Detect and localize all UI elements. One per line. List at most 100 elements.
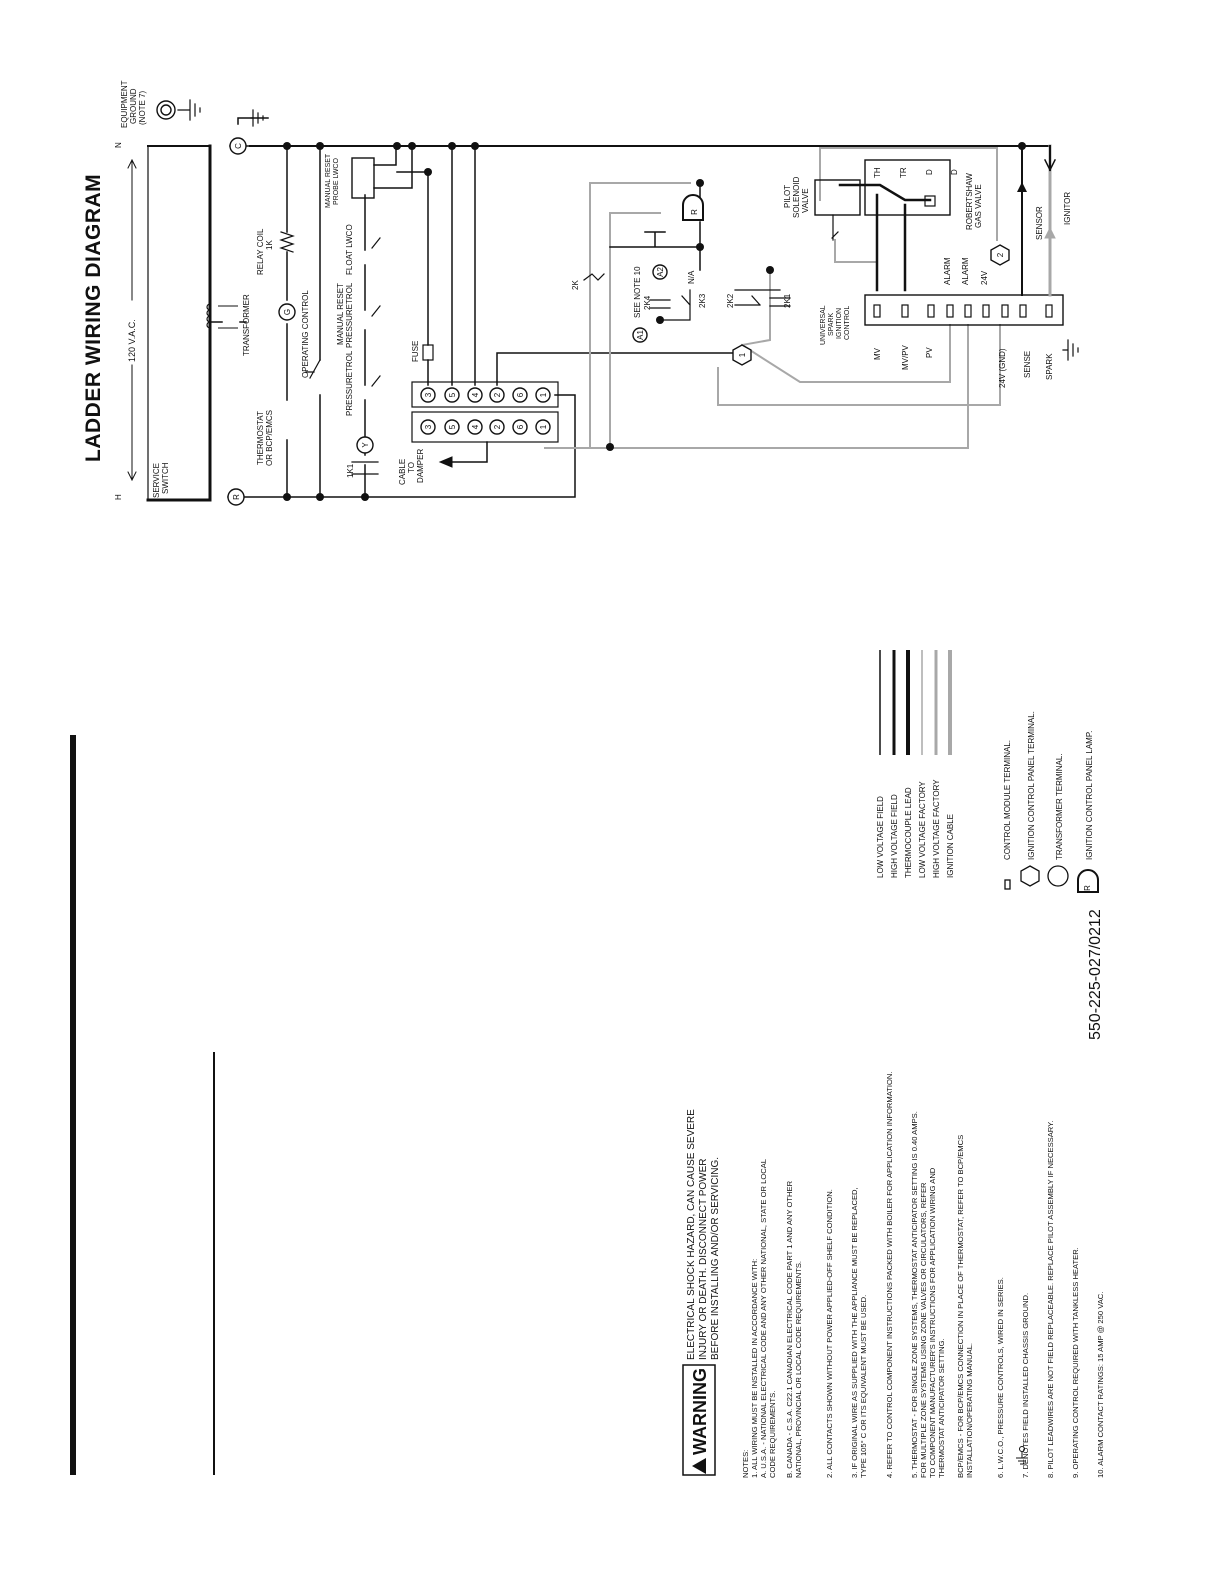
ignition-control-label: SPARK	[828, 312, 835, 336]
relay-coil-label: RELAY COIL	[256, 228, 265, 275]
strip2-term: 4	[471, 424, 480, 429]
svg-text:B. CANADA - C.S.A. C22.1 CANA: B. CANADA - C.S.A. C22.1 CANADIAN ELECTR…	[785, 1180, 794, 1478]
svg-text:5. THERMOSTAT - FOR SINGLE: 5. THERMOSTAT - FOR SINGLE ZONE SYSTEMS,…	[910, 1111, 919, 1478]
terminal-r-label: R	[232, 494, 241, 500]
a1-label: A1	[636, 330, 645, 340]
cable-damper-label: DAMPER	[416, 449, 425, 483]
gas-valve-terminal: D	[925, 169, 934, 175]
strip2-term: 2	[493, 424, 502, 429]
svg-text:THERMOSTAT ANTICIPATOR SETTING: THERMOSTAT ANTICIPATOR SETTING.	[937, 1338, 946, 1478]
terminal-c-label: C	[234, 143, 243, 149]
svg-text:8. PILOT LEADWIRES ARE NOT FI: 8. PILOT LEADWIRES ARE NOT FIELD REPLACE…	[1046, 1121, 1055, 1478]
ignition-terminal-alarm: ALARM	[943, 257, 952, 285]
pilot-solenoid-label: PILOT	[783, 185, 792, 208]
symbol-label: IGNITION CONTROL PANEL LAMP.	[1085, 731, 1094, 860]
hex-1-label: 1	[738, 352, 747, 357]
terminal-g-label: G	[283, 309, 292, 315]
svg-text:NATIONAL, PROVINCIAL OR LOCAL: NATIONAL, PROVINCIAL OR LOCAL CODE REQUI…	[794, 1261, 803, 1478]
warning-badge: WARNING	[682, 1364, 716, 1476]
ignitor-label: IGNITOR	[1063, 192, 1072, 225]
gas-valve-terminal: D	[950, 169, 959, 175]
legend-label: IGNITION CABLE	[946, 814, 955, 878]
warning-text: BEFORE INSTALLING AND/OR SERVICING.	[710, 1157, 721, 1360]
strip2-term: 5	[448, 424, 457, 429]
symbol-label: CONTROL MODULE TERMINAL.	[1003, 740, 1012, 860]
strip1-term: 2	[493, 392, 502, 397]
manual-reset-pressuretrol-label: PRESSURETROL	[345, 282, 354, 348]
probe-lwco-label: PROBE LWCO	[333, 158, 340, 205]
circle-icon	[1047, 865, 1069, 887]
part-number: 550-225-027/0212	[1087, 909, 1104, 1040]
alarm-contact-2k1: 2K1	[783, 293, 792, 308]
strip1-term: 6	[516, 392, 525, 397]
svg-text:6. L.W.C.O., PRESSURE CONTROL: 6. L.W.C.O., PRESSURE CONTROLS, WIRED IN…	[996, 1277, 1005, 1478]
hot-label: H	[114, 494, 123, 500]
operating-control-label: OPERATING CONTROL	[301, 290, 310, 378]
equipment-ground-label: GROUND	[129, 88, 138, 124]
legend-label: LOW VOLTAGE FIELD	[876, 796, 885, 878]
neutral-label: N	[114, 142, 123, 148]
ignition-terminal-sense: SENSE	[1023, 351, 1032, 378]
pilot-solenoid-label: VALVE	[801, 188, 810, 213]
equipment-ground-label: EQUIPMENT	[120, 80, 129, 128]
fuse-label: FUSE	[411, 341, 420, 362]
ignition-control-label: IGNITION	[836, 308, 843, 339]
see-note-label: SEE NOTE 10	[633, 266, 642, 318]
legend-lines	[879, 650, 952, 755]
margin-bar-thick	[70, 735, 76, 1475]
gas-valve-terminal: TR	[899, 167, 908, 178]
probe-lwco-label: MANUAL RESET	[325, 153, 332, 208]
service-switch-label: SWITCH	[161, 462, 170, 494]
strip2-term: 3	[424, 424, 433, 429]
alarm-contact-na: N/A	[687, 270, 696, 284]
ignition-terminal-pv: PV	[925, 347, 934, 358]
gas-valve-label: GAS VALVE	[974, 184, 983, 228]
margin-bar-thin	[213, 1052, 215, 1475]
ignition-terminal-alarm: ALARM	[961, 257, 970, 285]
svg-text:CODE REQUIREMENTS.: CODE REQUIREMENTS.	[768, 1391, 777, 1478]
voltage-label: 120 V.A.C.	[127, 319, 137, 362]
ground-symbol-icon	[1016, 1446, 1028, 1465]
strip1-term: 4	[471, 392, 480, 397]
legend-label: HIGH VOLTAGE FIELD	[890, 794, 899, 878]
float-lwco-label: FLOAT LWCO	[345, 224, 354, 275]
relay-contact-label: 1K1	[346, 463, 355, 478]
strip1-term: 5	[448, 392, 457, 397]
pilot-solenoid-label: SOLENOID	[792, 176, 801, 218]
ignition-control-label: CONTROL	[844, 306, 851, 340]
svg-text:TYPE 105° C OR ITS EQUIVALENT: TYPE 105° C OR ITS EQUIVALENT MUST BE US…	[859, 1295, 868, 1478]
transformer-label: TRANSFORMER	[242, 294, 251, 356]
notes-heading: NOTES:	[741, 1450, 750, 1478]
svg-text:WARNING: WARNING	[690, 1368, 710, 1455]
terminal-y-label: Y	[361, 442, 370, 448]
svg-text:10. ALARM CONTACT RATINGS: 15: 10. ALARM CONTACT RATINGS: 15 AMP @ 250 …	[1096, 1292, 1105, 1478]
ignition-terminal-24v-gnd: 24V (GND)	[998, 348, 1007, 388]
alarm-contact-2k3: 2K3	[698, 293, 707, 308]
ignition-terminal-mvpv: MV/PV	[901, 344, 910, 370]
rectangle-icon	[1004, 879, 1011, 890]
relay-coil-label: 1K	[265, 240, 274, 250]
svg-text:4. REFER TO CONTROL COMPONENT: 4. REFER TO CONTROL COMPONENT INSTRUCTIO…	[885, 1072, 894, 1478]
svg-text:2. ALL CONTACTS SHOWN WITHOUT: 2. ALL CONTACTS SHOWN WITHOUT POWER APPL…	[825, 1189, 834, 1478]
alarm-contact-2k4: 2K4	[643, 295, 652, 310]
hex-2-label: 2	[996, 252, 1005, 257]
lamp-icon	[1077, 869, 1099, 893]
hexagon-icon	[1020, 865, 1040, 887]
thermostat-label: OR BCP/EMCS	[265, 410, 274, 466]
pressuretrol-label: PRESSURETROL	[345, 350, 354, 416]
thermostat-label: THERMOSTAT	[256, 411, 265, 465]
manual-reset-pressuretrol-label: MANUAL RESET	[336, 283, 345, 345]
warning-text: INJURY OR DEATH. DISCONNECT POWER	[698, 1158, 709, 1360]
service-switch-label: SERVICE	[152, 463, 161, 498]
svg-text:INSTALLATION/OPERATING MANUAL.: INSTALLATION/OPERATING MANUAL.	[965, 1343, 974, 1478]
gas-valve-label: ROBERTSHAW	[965, 173, 974, 230]
strip1-term: 1	[539, 392, 548, 397]
svg-text:1. ALL WIRING MUST BE INSTALL: 1. ALL WIRING MUST BE INSTALLED IN ACCOR…	[750, 1259, 759, 1478]
sensor-label: SENSOR	[1035, 206, 1044, 240]
svg-text:R: R	[1083, 885, 1092, 891]
svg-text:A. U.S.A. - NATIONAL ELECTRIC: A. U.S.A. - NATIONAL ELECTRICAL CODE AND…	[759, 1159, 768, 1478]
symbol-label: TRANSFORMER TERMINAL.	[1055, 753, 1064, 860]
legend-label: LOW VOLTAGE FACTORY	[918, 781, 927, 878]
